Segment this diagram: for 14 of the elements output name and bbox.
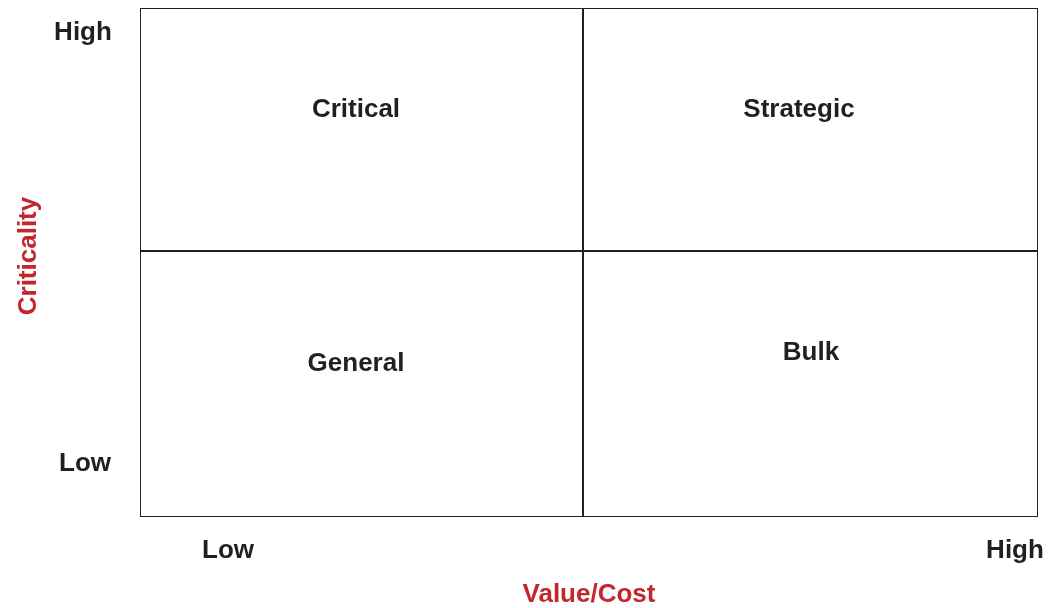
axis-tick-label: Low [202, 533, 254, 565]
quadrant-label: General [307, 346, 405, 378]
axis-title: Criticality [11, 196, 43, 316]
quadrant-box [140, 8, 584, 252]
axis-tick-label: High [54, 15, 112, 47]
axis-tick-label: Low [59, 446, 111, 478]
quadrant-label: Bulk [782, 335, 840, 367]
quadrant-box [140, 250, 584, 517]
quadrant-label: Critical [311, 92, 401, 124]
quadrant-box [582, 8, 1038, 252]
axis-title: Value/Cost [522, 577, 656, 608]
quadrant-label: Strategic [743, 92, 855, 124]
axis-tick-label: High [986, 533, 1044, 565]
quadrant-box [582, 250, 1038, 517]
